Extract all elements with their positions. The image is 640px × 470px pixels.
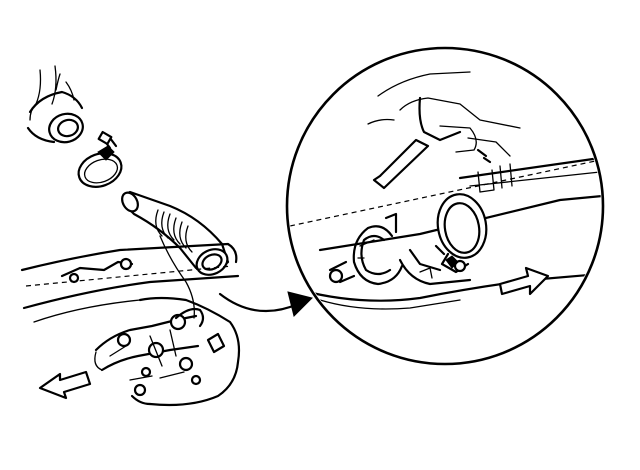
detail-clamp-open (352, 225, 404, 286)
detail-clamp-closed (434, 193, 488, 274)
callout-arrow (218, 291, 313, 317)
front-arrow-left (38, 370, 92, 400)
engine-block (20, 242, 241, 407)
front-arrow-right (498, 266, 550, 296)
hose-clamp-upper (77, 130, 123, 188)
elbow-pipe-stub (26, 65, 84, 144)
detail-circle (285, 46, 605, 366)
corrugated-hose (121, 190, 230, 319)
